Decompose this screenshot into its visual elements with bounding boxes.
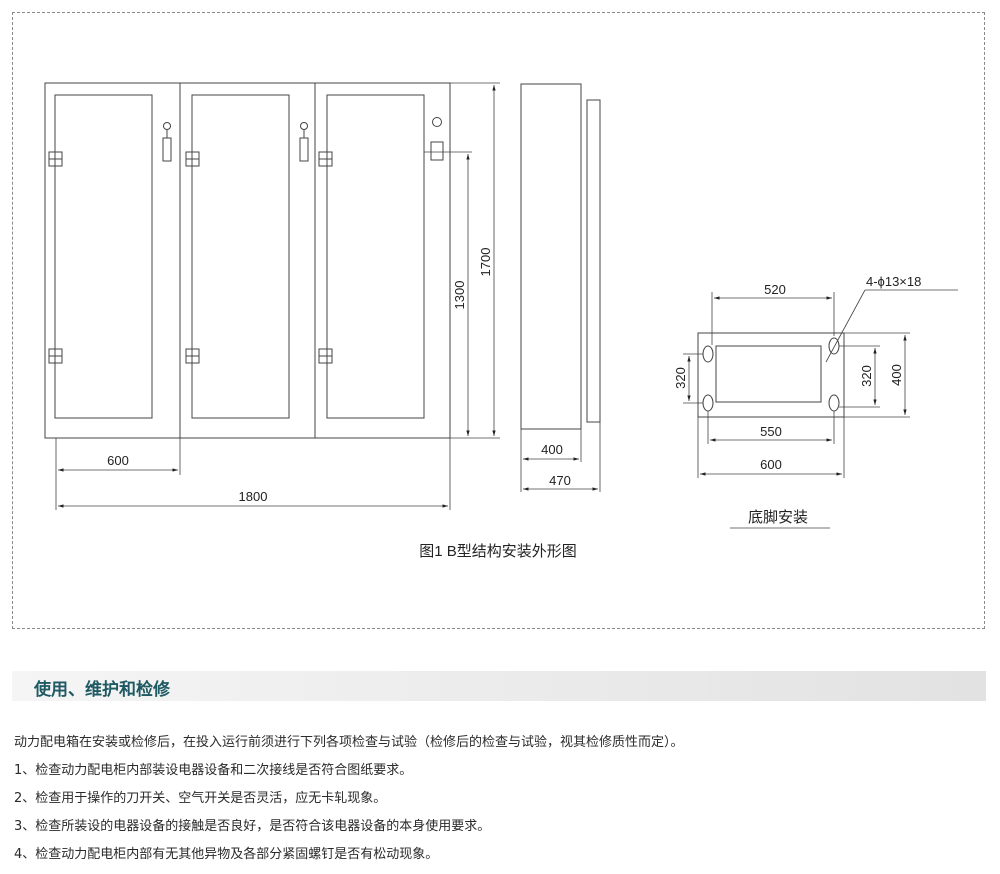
mount-hole [702, 345, 714, 363]
base-view [697, 332, 845, 418]
dim-600-base: 600 [760, 457, 782, 472]
base-outline [697, 332, 845, 418]
door-window-1 [54, 94, 153, 419]
list-item: 2、检查用于操作的刀开关、空气开关是否灵活，应无卡轧现象。 [14, 791, 387, 806]
list-item: 3、检查所装设的电器设备的接触是否良好，是否符合该电器设备的本身使用要求。 [14, 819, 491, 834]
base-label: 底脚安装 [748, 509, 808, 526]
handle [162, 137, 172, 162]
intro-paragraph: 动力配电箱在安装或检修后，在投入运行前须进行下列各项检查与试验（检修后的检查与试… [14, 735, 684, 750]
list-item: 1、检查动力配电柜内部装设电器设备和二次接线是否符合图纸要求。 [14, 763, 413, 778]
side-body [520, 83, 582, 430]
side-view [520, 83, 601, 430]
dim-320-right: 320 [859, 365, 874, 387]
hole-note: 4-ϕ13×18 [866, 274, 921, 289]
front-view [44, 82, 451, 439]
list-item: 4、检查动力配电柜内部有无其他异物及各部分紧固螺钉是否有松动现象。 [14, 847, 439, 862]
lock-icon [163, 122, 171, 130]
switch-box [430, 141, 444, 161]
handle [299, 137, 309, 162]
figure-frame [12, 12, 985, 629]
dim-550: 550 [760, 424, 782, 439]
mount-hole [828, 394, 840, 412]
dim-400-base: 400 [889, 364, 904, 386]
dim-400-depth: 400 [541, 442, 563, 457]
mount-hole [702, 394, 714, 412]
door-window-3 [326, 94, 425, 419]
dim-520: 520 [764, 282, 786, 297]
section-header: 使用、维护和检修 [12, 671, 986, 701]
dim-600: 600 [107, 453, 129, 468]
dim-1800: 1800 [239, 489, 268, 504]
cabinet-outline [44, 82, 451, 439]
figure-caption: 图1 B型结构安装外形图 [419, 543, 577, 560]
indicator-lamp-icon [432, 117, 442, 127]
installation-drawing: 600 1800 1300 1700 400 470 [44, 82, 958, 560]
base-inner [715, 345, 822, 403]
dim-320-left: 320 [673, 367, 688, 389]
dim-470-depth: 470 [549, 473, 571, 488]
side-door [586, 99, 601, 423]
lock-icon [300, 122, 308, 130]
dim-1700: 1700 [478, 248, 493, 277]
dim-1300: 1300 [452, 281, 467, 310]
section-title: 使用、维护和检修 [34, 680, 170, 700]
door-window-2 [191, 94, 290, 419]
